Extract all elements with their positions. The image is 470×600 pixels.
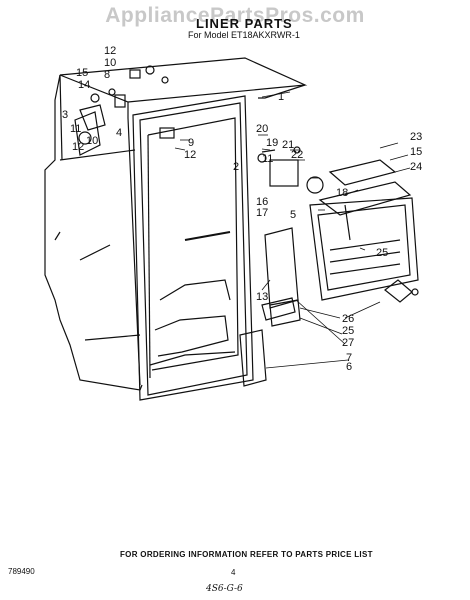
callout-label: 24	[410, 161, 422, 173]
callout-label: 5	[290, 209, 296, 221]
callout-label: 25	[376, 247, 388, 259]
callout-label: 20	[256, 123, 268, 135]
callout-label: 23	[410, 131, 422, 143]
callout-label: 1	[278, 91, 284, 103]
page-number: 4	[231, 568, 236, 577]
callout-label: 9	[188, 137, 194, 149]
callout-label: 13	[256, 291, 268, 303]
callout-label: 11	[70, 123, 81, 135]
callout-label: 25	[342, 325, 354, 337]
callout-label: 14	[78, 79, 90, 91]
model-line: For Model ET18AKXRWR-1	[188, 30, 300, 40]
callout-label: 22	[291, 149, 303, 161]
page-title: LINER PARTS	[196, 16, 293, 31]
watermark: AppliancePartsPros.com	[105, 4, 365, 27]
callout-label: 3	[62, 109, 68, 121]
callout-label: 10	[86, 135, 98, 147]
callout-label: 2	[233, 161, 239, 173]
callout-label: 17	[256, 207, 268, 219]
callout-label: 6	[346, 361, 352, 373]
ordering-info-note: FOR ORDERING INFORMATION REFER TO PARTS …	[120, 550, 373, 559]
callout-label: 19	[266, 137, 278, 149]
handwritten-note: 4S6-G-6	[206, 584, 243, 594]
callout-label: 10	[104, 57, 116, 69]
callout-label: 26	[342, 313, 354, 325]
callout-numbers: 12 10 8 15 14 3 11 10 12 4 9 12 2 1 20 1…	[62, 45, 422, 373]
callout-label: 12	[104, 45, 116, 57]
document-number: 789490	[8, 567, 35, 576]
callout-label: 18	[336, 187, 348, 199]
callout-label: 12	[72, 141, 84, 153]
callout-label: 12	[184, 149, 196, 161]
callout-label: 27	[342, 337, 354, 349]
callout-label: 15	[410, 146, 422, 158]
callout-label: 4	[116, 127, 122, 139]
callout-label: 11	[262, 153, 273, 165]
callout-label: 7	[346, 352, 352, 364]
cabinet-liner-drawing	[44, 57, 419, 401]
callout-label: 8	[104, 69, 110, 81]
leader-lines	[174, 91, 411, 369]
callout-label: 21	[282, 139, 294, 151]
callout-label: 16	[256, 196, 268, 208]
callout-label: 15	[76, 67, 88, 79]
